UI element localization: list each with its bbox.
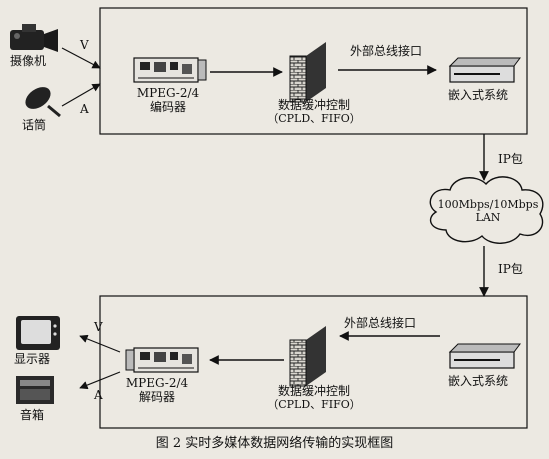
buffer-wall-icon-top — [289, 42, 326, 103]
display-label: 显示器 — [14, 352, 51, 366]
decoder-card-icon — [125, 347, 199, 373]
embedded-device-icon-top — [448, 57, 521, 83]
embedded-label-bottom: 嵌入式系统 — [448, 374, 509, 388]
audio-out-label: A — [94, 388, 103, 402]
speaker-icon — [16, 376, 54, 404]
video-signal-label: V — [80, 38, 89, 52]
microphone-label: 话筒 — [22, 118, 47, 132]
camera-label: 摄像机 — [10, 54, 47, 68]
buffer-label-top-line2: （CPLD、FIFO） — [267, 112, 361, 126]
encoder-label-line1: MPEG-2/4 — [136, 86, 200, 100]
bus-interface-label-top: 外部总线接口 — [350, 44, 423, 58]
buffer-label-bottom: 数据缓冲控制 （CPLD、FIFO） — [258, 384, 370, 412]
ip-packet-label-bottom: IP包 — [498, 262, 523, 276]
encoder-system-box — [99, 7, 528, 135]
decoder-label: MPEG-2/4 解码器 — [116, 376, 198, 405]
figure-caption: 图 2 实时多媒体数据网络传输的实现框图 — [155, 436, 394, 451]
buffer-label-bottom-line1: 数据缓冲控制 — [277, 384, 350, 398]
encoder-label-line2: 编码器 — [149, 100, 186, 115]
buffer-label-top-line1: 数据缓冲控制 — [277, 98, 350, 112]
speaker-label: 音箱 — [20, 408, 45, 422]
buffer-label-top: 数据缓冲控制 （CPLD、FIFO） — [258, 98, 370, 126]
encoder-card-icon — [133, 57, 207, 83]
decoder-system-box — [99, 295, 528, 429]
audio-out-arrow — [79, 371, 121, 390]
lan-label: LAN — [475, 211, 501, 225]
embedded-device-icon-bottom — [448, 343, 521, 369]
audio-in-arrow — [61, 83, 101, 107]
video-out-label: V — [94, 320, 103, 334]
lan-cloud — [429, 176, 544, 244]
lan-speed-label: 100Mbps/10Mbps — [437, 198, 539, 211]
video-out-arrow — [79, 334, 121, 353]
camera-icon — [10, 24, 58, 52]
decoder-label-line1: MPEG-2/4 — [125, 376, 189, 390]
buffer-wall-icon-bottom — [289, 326, 326, 387]
encoder-label: MPEG-2/4 编码器 — [132, 86, 204, 115]
embedded-label-top: 嵌入式系统 — [448, 88, 509, 102]
display-icon — [16, 316, 60, 350]
buffer-label-bottom-line2: （CPLD、FIFO） — [267, 398, 361, 412]
microphone-icon — [25, 87, 61, 118]
video-in-arrow — [61, 47, 101, 69]
audio-signal-label: A — [80, 102, 89, 116]
lan-cloud-label: 100Mbps/10Mbps LAN — [436, 198, 540, 224]
decoder-label-line2: 解码器 — [138, 390, 175, 405]
bus-interface-label-bottom: 外部总线接口 — [344, 316, 417, 330]
ip-packet-label-top: IP包 — [498, 152, 523, 166]
